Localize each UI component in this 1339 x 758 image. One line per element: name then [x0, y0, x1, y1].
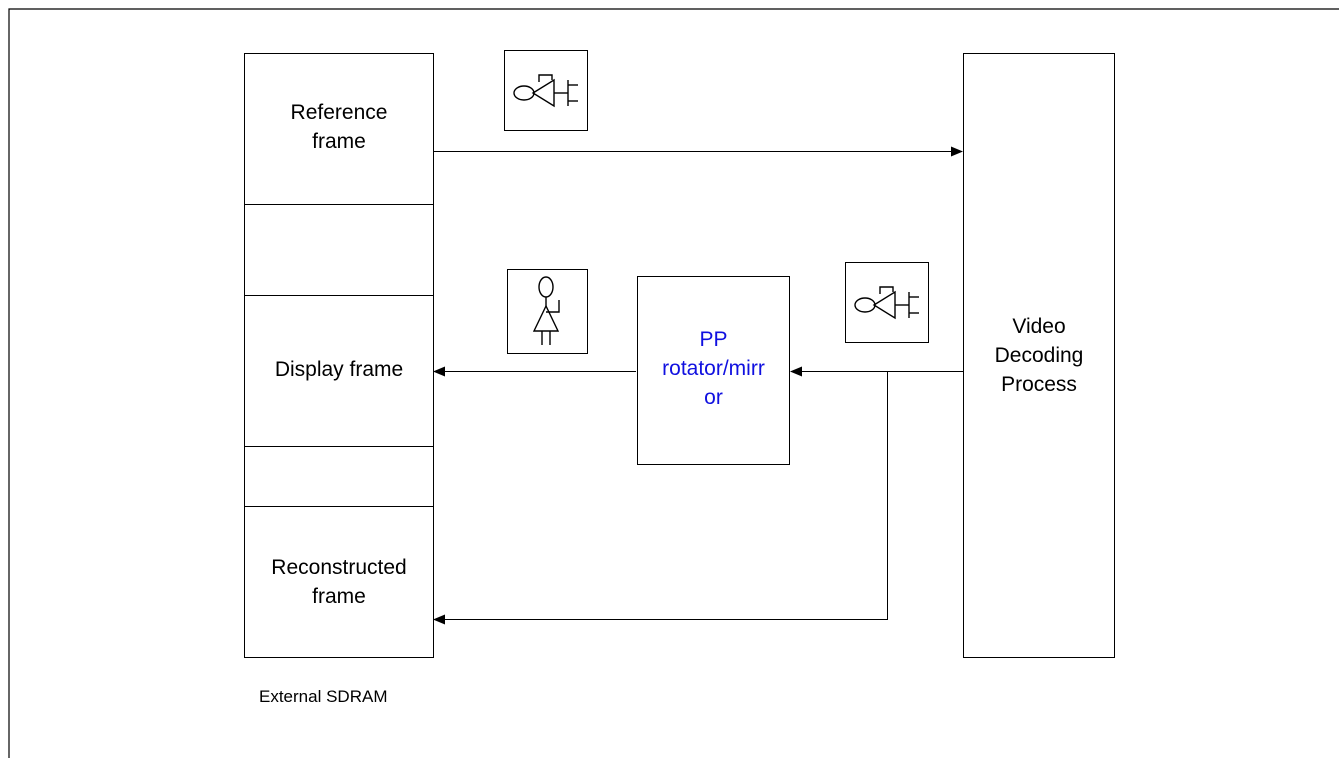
sdram-gap-box-1: [244, 204, 434, 296]
sdram-gap-box-2: [244, 446, 434, 507]
pp-rotator-label: PP rotator/mirr or: [662, 328, 765, 409]
pp-rotator-box: [637, 276, 790, 465]
external-sdram-caption: External SDRAM: [259, 687, 388, 706]
video-decoding-box: [963, 53, 1115, 658]
camera-plug-icon: [845, 262, 929, 343]
reconstructed-frame-label: Reconstructed frame: [271, 556, 407, 608]
sdram-column: [244, 53, 434, 658]
page-frame: [8, 8, 1339, 758]
display-frame-label: Display frame: [274, 358, 404, 381]
camera-plug-icon: [504, 50, 588, 131]
decoder-to-reconstructed-arrow: [433, 371, 888, 625]
video-decoding-label: Video Decoding Process: [994, 315, 1084, 396]
person-icon: [507, 269, 588, 354]
reconstructed-frame-box: [244, 506, 434, 658]
reference-frame-label: Reference frame: [290, 101, 388, 153]
